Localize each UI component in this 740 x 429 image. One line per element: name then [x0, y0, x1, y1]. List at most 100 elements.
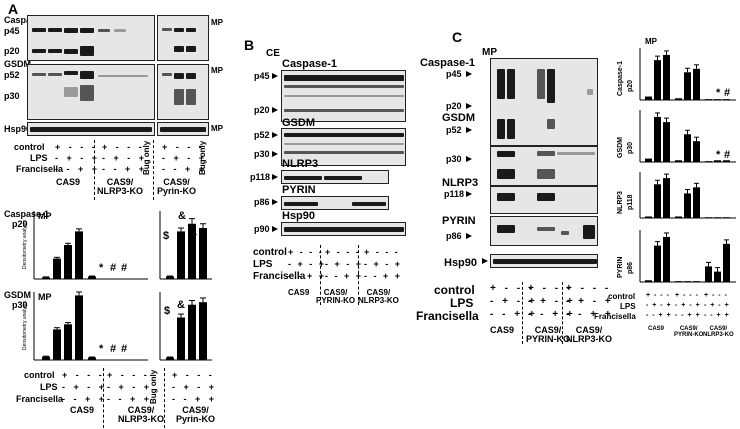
protein-label: PYRIN: [442, 215, 476, 227]
chart-title: p86: [627, 262, 634, 274]
chart-title: NLRP3: [617, 191, 624, 214]
mp-tag: MP: [211, 124, 223, 133]
group-label: CAS9/ PYRIN-KO: [674, 326, 704, 338]
annotation: #: [121, 262, 127, 274]
divider: [562, 282, 563, 344]
row-label: Francisella: [594, 312, 636, 321]
annotation: #: [110, 343, 116, 355]
bar: [75, 295, 83, 360]
arrow-icon: [272, 174, 278, 180]
bar: [714, 217, 721, 218]
bar: [714, 271, 721, 282]
size-label: p90: [254, 224, 270, 234]
treatment-grid: - - + +: [675, 312, 701, 319]
divider: [153, 140, 154, 200]
protein-label: GSDM: [442, 112, 475, 124]
annotation: *: [716, 87, 721, 99]
panel-letter-b: B: [244, 37, 255, 53]
arrow-icon: [482, 258, 488, 264]
bar: [684, 281, 691, 282]
treatment-grid: - - + +: [102, 164, 148, 174]
chart-title: p118: [627, 194, 634, 210]
row-label: LPS: [253, 259, 273, 270]
group-label: CAS9/ NLRP3-KO: [566, 325, 613, 344]
treatment-grid: - - + +: [325, 271, 364, 281]
arrow-icon: [466, 127, 472, 133]
treatment-grid: - + - +: [675, 302, 701, 309]
size-label: p52: [4, 70, 20, 80]
treatment-grid: - + - +: [288, 259, 327, 269]
bar: [64, 324, 72, 360]
row-label: Francisella: [416, 309, 479, 323]
row-label: control: [434, 283, 475, 297]
bar: [88, 357, 96, 360]
treatment-grid: - - + +: [364, 271, 403, 281]
treatment-grid: - + - +: [490, 296, 538, 307]
blot-caspase1-a-pyrin: [157, 15, 209, 61]
mp-tag: MP: [38, 211, 52, 221]
bar: [53, 258, 61, 279]
bar: [723, 243, 730, 282]
divider: [103, 368, 104, 428]
arrow-icon: [466, 71, 472, 77]
bar: [705, 266, 712, 282]
arrow-icon: [272, 73, 278, 79]
y-axis-label: Densitometry analysis: [22, 220, 28, 269]
bug-only-label: Bug only: [149, 369, 158, 404]
group-label: CAS9/ NLRP3-KO: [703, 326, 734, 338]
annotation: #: [121, 343, 127, 355]
y-axis-label: Densitometry analysis: [22, 301, 28, 350]
size-label: p30: [446, 154, 462, 164]
protein-label: Hsp90: [4, 124, 32, 134]
treatment-grid: + - - -: [490, 283, 536, 294]
bar: [64, 245, 72, 279]
blot-gsdm-a: [27, 64, 155, 120]
blot-pyrin-c: [490, 216, 598, 246]
bar: [166, 276, 174, 279]
bar: [645, 216, 652, 218]
bar: [705, 217, 712, 218]
annotation: #: [724, 87, 730, 99]
treatment-grid: + - - -: [704, 292, 728, 299]
chart-title: p20: [12, 219, 28, 229]
group-label: CAS9: [70, 405, 95, 415]
bar: [723, 160, 730, 162]
bar: [199, 302, 207, 360]
arrow-icon: [272, 199, 278, 205]
divider: [94, 140, 95, 200]
treatment-grid: + - - -: [646, 292, 670, 299]
group-label: CAS9: [648, 326, 665, 332]
treatment-grid: + - - -: [566, 283, 612, 294]
blot-pyrin-b: [281, 196, 389, 210]
bar: [166, 357, 174, 360]
treatment-grid: - + - +: [646, 302, 672, 309]
treatment-grid: - - + +: [528, 309, 576, 320]
mp-tag: MP: [211, 66, 223, 75]
treatment-grid: + - - -: [55, 142, 98, 152]
treatment-grid: + - - -: [102, 142, 145, 152]
bar: [199, 228, 207, 279]
chart-title: PYRIN: [617, 257, 624, 278]
bar: [42, 356, 50, 360]
bar: [705, 99, 712, 100]
arrow-icon: [466, 191, 472, 197]
protein-label: NLRP3: [442, 177, 479, 189]
row-label: Francisella: [16, 394, 64, 404]
protein-label: GSDM: [282, 117, 315, 129]
bar: [693, 281, 700, 282]
bar: [88, 276, 96, 279]
bar: [684, 134, 691, 162]
treatment-grid: - + - +: [528, 296, 576, 307]
bar: [645, 96, 652, 100]
bar: [663, 122, 670, 162]
bar: [684, 193, 691, 218]
row-label: LPS: [620, 302, 636, 311]
size-label: p20: [254, 105, 270, 115]
size-label: p20: [4, 46, 20, 56]
treatment-grid: - + - +: [325, 259, 364, 269]
bar: [663, 54, 670, 100]
treatment-grid: - + - +: [566, 296, 614, 307]
annotation: &: [189, 226, 197, 238]
